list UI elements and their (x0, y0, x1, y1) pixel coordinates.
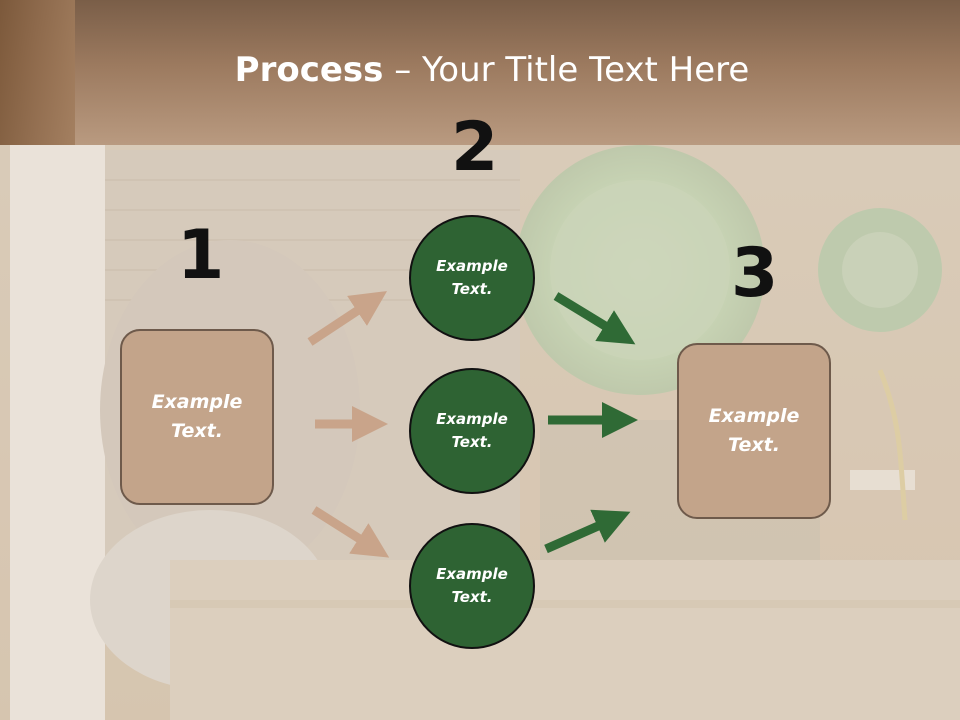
title-bar (0, 0, 960, 145)
title-separator: – (383, 50, 423, 90)
title-bar-accent (0, 0, 75, 145)
step-number-3: 3 (731, 234, 779, 313)
title-bold-part: Process (234, 50, 384, 90)
step-number-2: 2 (451, 108, 499, 187)
input-box[interactable]: Example Text. (120, 329, 274, 505)
title-rest: Your Title Text Here (422, 50, 750, 90)
output-box[interactable]: Example Text. (677, 343, 831, 519)
middle-circle-top-text: Example Text. (436, 257, 508, 298)
input-box-text: Example Text. (151, 391, 243, 442)
step-number-1: 1 (177, 216, 225, 295)
middle-circle-middle[interactable]: Example Text. (409, 368, 535, 494)
output-box-text: Example Text. (708, 405, 800, 456)
input-arrow-up (307, 291, 388, 346)
output-arrow-up (544, 509, 631, 554)
middle-circle-bottom-text: Example Text. (436, 565, 508, 606)
slide-title: Process – Your Title Text Here (0, 50, 960, 90)
middle-circle-bottom[interactable]: Example Text. (409, 523, 535, 649)
input-arrow-down (311, 506, 390, 558)
middle-circle-middle-text: Example Text. (436, 410, 508, 451)
output-arrow-down (553, 292, 636, 345)
middle-circle-top[interactable]: Example Text. (409, 215, 535, 341)
